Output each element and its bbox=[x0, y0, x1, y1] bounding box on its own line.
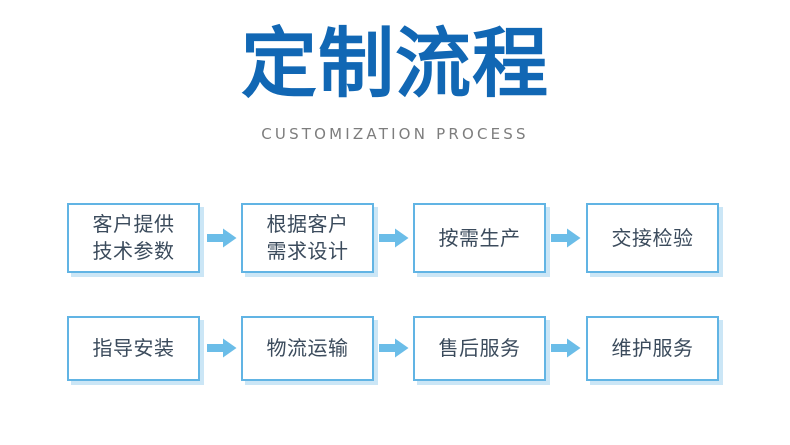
process-step-label: 客户提供 技术参数 bbox=[92, 212, 175, 263]
process-step-6[interactable]: 物流运输 bbox=[241, 316, 374, 381]
process-step-7[interactable]: 售后服务 bbox=[413, 316, 546, 381]
page-subtitle: CUSTOMIZATION PROCESS bbox=[261, 125, 529, 143]
process-step-label: 维护服务 bbox=[611, 336, 694, 360]
process-row-1: 客户提供 技术参数 根据客户 需求设计 按需生产 交接检验 bbox=[0, 198, 790, 278]
arrow-right-icon bbox=[551, 227, 581, 249]
arrow-right-icon bbox=[207, 337, 237, 359]
process-step-label: 指导安装 bbox=[92, 336, 175, 360]
arrow-right-icon bbox=[207, 227, 237, 249]
process-step-5[interactable]: 指导安装 bbox=[67, 316, 200, 381]
arrow-right-icon bbox=[551, 337, 581, 359]
arrow-right-icon bbox=[379, 227, 409, 249]
process-step-4[interactable]: 交接检验 bbox=[586, 203, 719, 273]
process-step-8[interactable]: 维护服务 bbox=[586, 316, 719, 381]
process-step-label: 交接检验 bbox=[611, 225, 694, 250]
process-step-3[interactable]: 按需生产 bbox=[413, 203, 546, 273]
page-title: 定制流程 bbox=[241, 19, 549, 108]
process-step-2[interactable]: 根据客户 需求设计 bbox=[241, 203, 374, 273]
process-step-1[interactable]: 客户提供 技术参数 bbox=[67, 203, 200, 273]
arrow-right-icon bbox=[379, 337, 409, 359]
process-step-label: 根据客户 需求设计 bbox=[266, 212, 349, 263]
process-row-2: 指导安装 物流运输 售后服务 维护服务 bbox=[0, 311, 790, 391]
process-step-label: 按需生产 bbox=[438, 225, 521, 250]
process-step-label: 物流运输 bbox=[266, 336, 349, 360]
process-step-label: 售后服务 bbox=[438, 336, 521, 360]
